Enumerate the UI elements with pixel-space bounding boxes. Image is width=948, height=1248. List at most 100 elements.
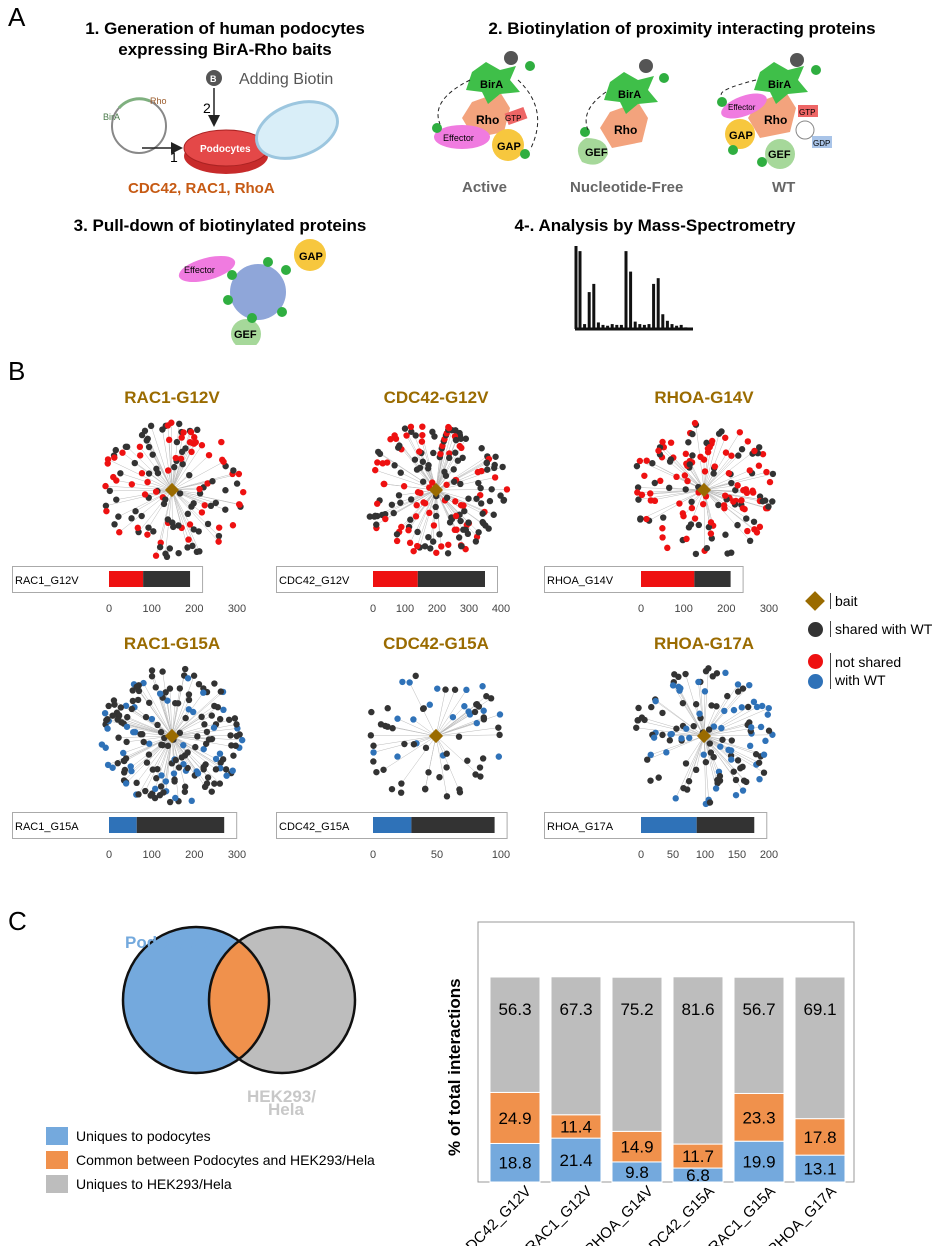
network-node	[148, 715, 156, 723]
network-node	[104, 715, 111, 723]
network-edge	[168, 439, 173, 491]
stacked-segment	[733, 1092, 785, 1142]
network-edge	[143, 682, 173, 737]
network-node	[144, 531, 151, 538]
ms-spectrum	[574, 246, 693, 331]
network-edge	[688, 489, 705, 528]
network-edge	[435, 689, 467, 737]
network-node	[102, 482, 109, 490]
arrow-2-label: 2	[203, 100, 211, 116]
segment-value-label: 18.8	[498, 1154, 531, 1173]
network-node	[368, 708, 375, 716]
network-node	[695, 678, 702, 686]
network-node	[476, 764, 484, 771]
network-node	[689, 452, 696, 459]
network-node	[176, 685, 184, 692]
network-edge	[435, 477, 496, 491]
network-edge	[419, 489, 437, 548]
network-node	[182, 714, 189, 722]
network-edge	[169, 688, 173, 737]
network-node	[156, 543, 164, 551]
bar-tick-label: 0	[370, 603, 376, 615]
network-node	[416, 448, 423, 455]
network-node	[692, 766, 700, 774]
network-edge	[672, 685, 705, 737]
network-node	[410, 741, 418, 748]
network-edge	[401, 489, 437, 528]
network-edge	[703, 691, 706, 737]
network-node	[751, 526, 758, 533]
network-node	[634, 484, 642, 491]
shared-bar	[417, 571, 485, 587]
network-node	[180, 760, 187, 768]
network-edge	[703, 489, 766, 501]
network-node	[429, 479, 436, 486]
network-node	[180, 429, 187, 436]
network-node	[442, 686, 449, 693]
bar-tick-label: 100	[142, 849, 160, 861]
network-edge	[401, 735, 437, 784]
network-node	[391, 432, 398, 439]
bar-tick-label: 200	[185, 849, 203, 861]
svg-text:Rho: Rho	[614, 123, 637, 137]
network-node	[152, 552, 160, 559]
network-node	[709, 673, 716, 680]
network-edge	[435, 430, 453, 491]
network-node	[418, 438, 426, 445]
network-node	[715, 501, 722, 509]
network-node	[406, 539, 414, 547]
network-node	[479, 755, 487, 762]
network-node	[465, 495, 472, 502]
network-node	[452, 436, 460, 444]
stacked-segment	[550, 1137, 602, 1183]
network-node	[102, 502, 110, 509]
network-node	[219, 756, 227, 763]
network-node	[717, 743, 724, 750]
network-edge	[136, 686, 173, 737]
network-edge	[171, 691, 221, 737]
network-node	[472, 771, 479, 778]
network-node	[500, 496, 508, 504]
network-node	[744, 527, 751, 535]
network-node	[217, 688, 225, 695]
network-node	[133, 779, 140, 787]
network-node	[700, 751, 707, 758]
network-edge	[650, 735, 705, 756]
network-edge	[171, 445, 203, 491]
bar-row-label: RHOA_G17A	[547, 821, 614, 833]
dish-label: Podocytes	[200, 144, 251, 155]
network-title: RHOA-G17A	[653, 634, 755, 653]
venn-overlap	[208, 941, 270, 1059]
bar-tick-label: 200	[760, 849, 778, 861]
segment-value-label: 17.8	[803, 1128, 836, 1147]
network-node	[401, 425, 409, 432]
network-node	[116, 529, 123, 536]
network-node	[216, 750, 224, 757]
network-node	[211, 680, 218, 687]
network-node	[387, 436, 394, 443]
network-edge	[171, 675, 195, 737]
network-node	[443, 481, 450, 488]
stacked-segment	[794, 1154, 846, 1183]
network-title: CDC42-G12V	[383, 388, 489, 407]
segment-value-label: 13.1	[803, 1160, 836, 1179]
network-node	[143, 759, 151, 766]
network-node	[480, 707, 487, 714]
network-node	[636, 457, 644, 465]
svg-text:Rho: Rho	[476, 113, 499, 127]
panel-letter-b: B	[8, 356, 26, 386]
segment-value-label: 6.8	[686, 1166, 710, 1185]
network-node	[708, 535, 715, 542]
network-node	[132, 508, 139, 515]
network-node	[136, 452, 144, 459]
plasmid-icon: BirA Rho	[103, 96, 167, 154]
network-node	[229, 522, 237, 529]
network-node	[205, 451, 213, 459]
network-edge	[105, 485, 173, 491]
network-node	[730, 498, 737, 505]
network-node	[382, 515, 389, 523]
network-node	[190, 672, 198, 679]
network-node	[380, 480, 387, 488]
network-node	[443, 494, 451, 501]
